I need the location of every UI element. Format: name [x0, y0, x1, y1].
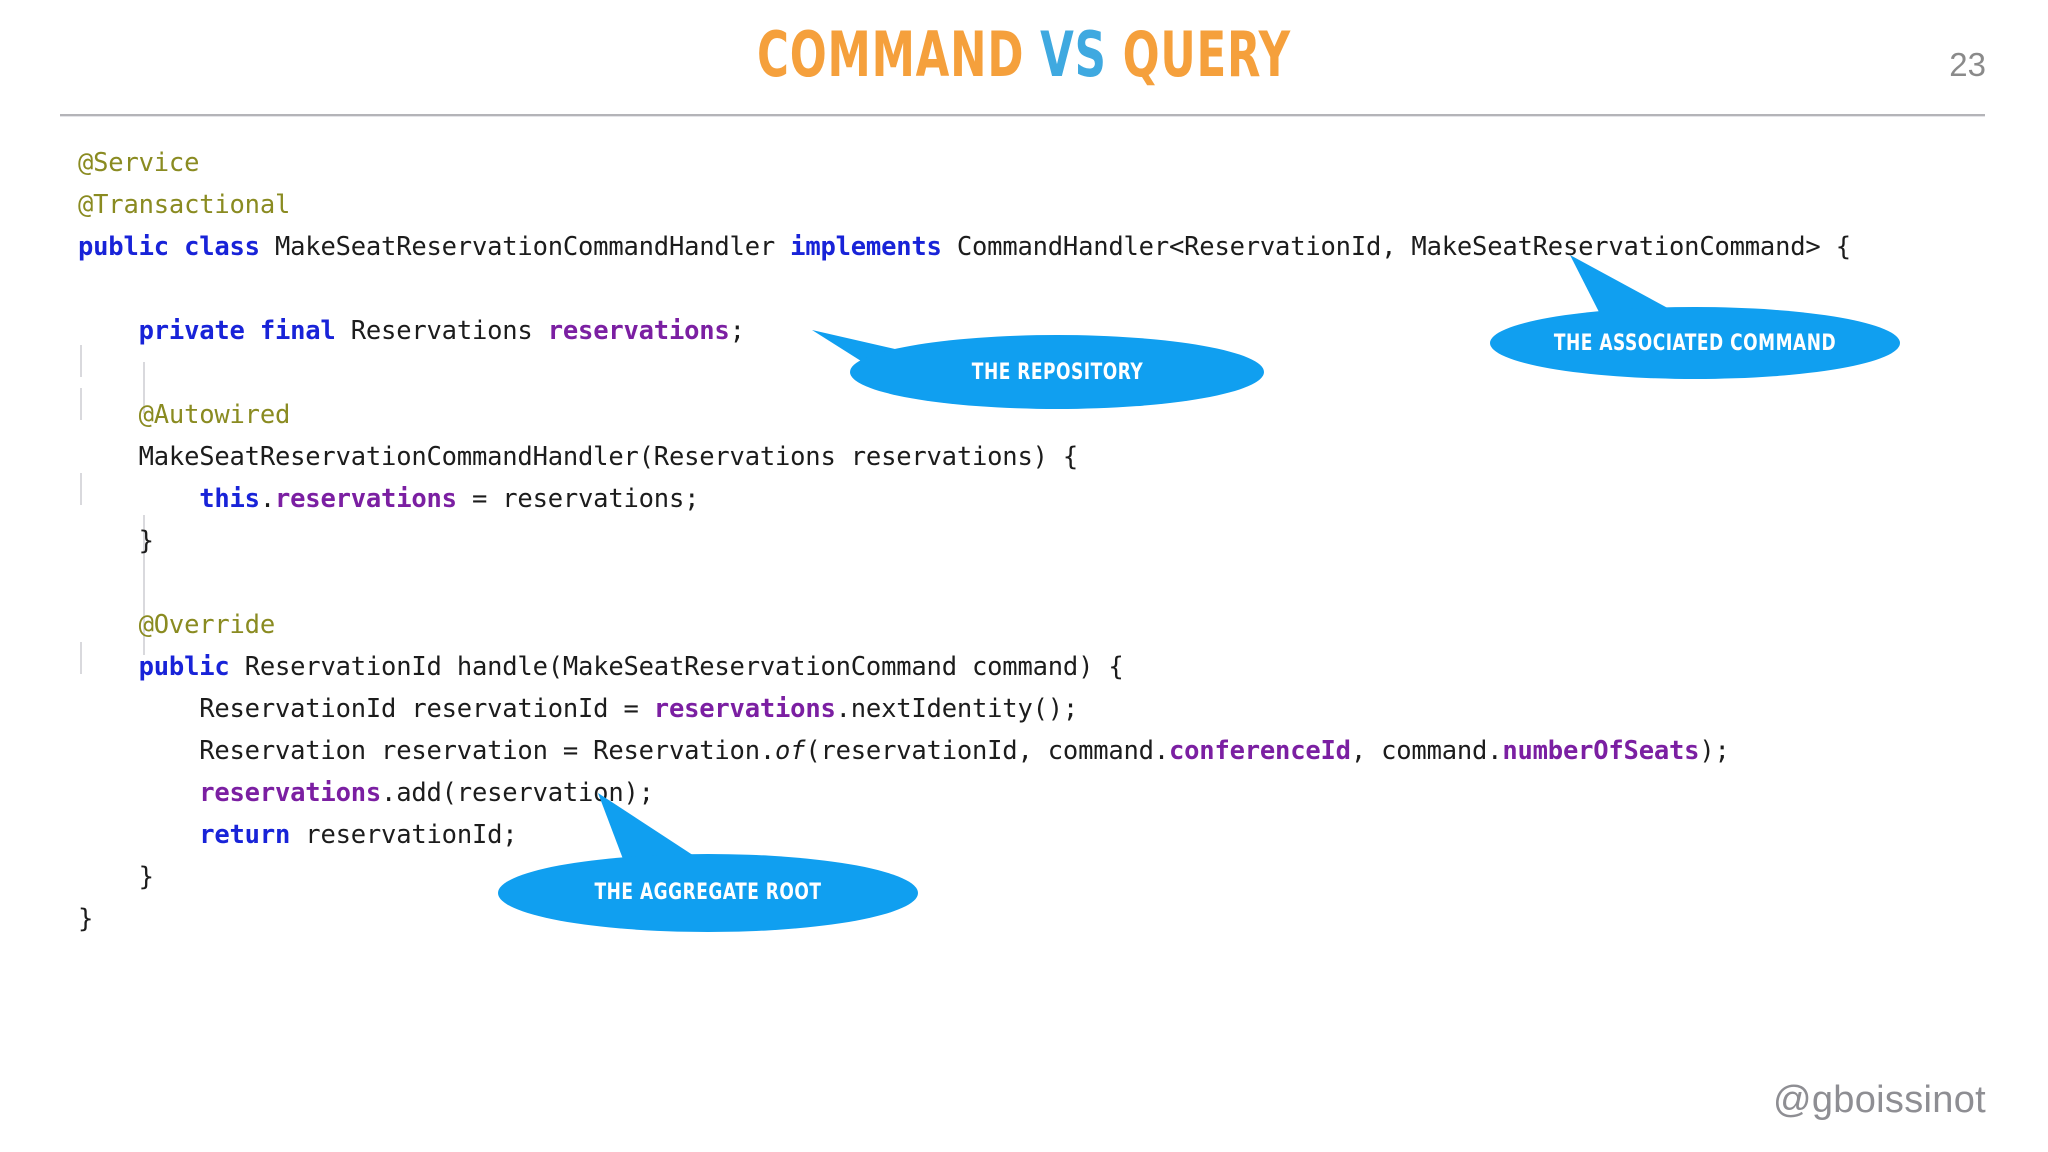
code-token: reservations	[653, 694, 836, 724]
indent-guide-level-2	[143, 362, 145, 414]
callout-label: THE REPOSITORY	[971, 360, 1144, 385]
code-token: reservations	[199, 778, 382, 808]
callout-aggregate-root: THE AGGREGATE ROOT	[498, 793, 918, 932]
callout-tail	[1570, 255, 1675, 314]
callout-repository: THE REPOSITORY	[812, 316, 1265, 416]
code-line: reservations.add(reservation);	[78, 772, 1851, 814]
callout-associated-command: THE ASSOCIATED COMMAND	[1490, 255, 1900, 380]
code-token: conferenceId	[1168, 736, 1351, 766]
code-token: implements	[790, 232, 957, 262]
code-token: (reservationId, command.	[805, 736, 1169, 766]
code-line: }	[78, 898, 1851, 940]
code-line: MakeSeatReservationCommandHandler(Reserv…	[78, 436, 1851, 478]
code-token: MakeSeatReservationCommandHandler	[274, 232, 791, 262]
code-token: .	[259, 484, 275, 514]
code-token: @Service	[78, 148, 200, 178]
code-line: }	[78, 856, 1851, 898]
code-token: @Override	[78, 610, 276, 640]
callout-bubble	[850, 335, 1264, 409]
header-divider	[60, 114, 1985, 116]
code-line: public ReservationId handle(MakeSeatRese…	[78, 646, 1851, 688]
code-line: @Transactional	[78, 184, 1851, 226]
code-token: numberOfSeats	[1502, 736, 1700, 766]
code-token: of	[775, 736, 806, 766]
code-line: ReservationId reservationId = reservatio…	[78, 688, 1851, 730]
code-token: = reservations;	[456, 484, 700, 514]
code-token: , command.	[1350, 736, 1503, 766]
code-token: ReservationId reservationId =	[78, 694, 654, 724]
code-line: @Service	[78, 142, 1851, 184]
code-line: public class MakeSeatReservationCommandH…	[78, 226, 1851, 268]
code-token: ReservationId handle(MakeSeatReservation…	[244, 652, 1124, 682]
indent-guide-level-2	[143, 515, 145, 655]
code-token: }	[78, 904, 94, 934]
code-token: }	[78, 862, 154, 892]
code-token: return	[78, 820, 306, 850]
title-word-command: COMMAND	[757, 18, 1025, 91]
code-token	[78, 778, 199, 808]
footer-handle: @gboissinot	[1773, 1079, 1986, 1121]
code-block: @Service @Transactional public class MakeS…	[78, 142, 1851, 940]
code-area: @Service @Transactional public class MakeS…	[0, 130, 2048, 970]
code-token: .nextIdentity();	[835, 694, 1079, 724]
title-word-vs: VS	[1024, 18, 1123, 91]
code-token: @Autowired	[78, 400, 291, 430]
code-token: Reservation reservation = Reservation.	[78, 736, 776, 766]
code-line: }	[78, 520, 1851, 562]
indent-guide-level-1	[80, 642, 82, 674]
indent-guide-level-1	[80, 388, 82, 420]
code-token: ;	[729, 316, 745, 346]
callout-label: THE ASSOCIATED COMMAND	[1553, 331, 1837, 356]
code-token: reservations	[274, 484, 457, 514]
code-token: CommandHandler<ReservationId, MakeSeatRe…	[956, 232, 1851, 262]
code-token: reservations	[547, 316, 730, 346]
page-title: COMMAND VS QUERY	[225, 20, 1822, 90]
code-line: @Autowired	[78, 394, 1851, 436]
code-line: return reservationId;	[78, 814, 1851, 856]
indent-guide-level-1	[80, 345, 82, 377]
callout-tail	[598, 793, 708, 867]
callout-label: THE AGGREGATE ROOT	[594, 880, 822, 905]
code-token: Reservations	[350, 316, 548, 346]
code-token: private final	[78, 316, 351, 346]
code-token: reservationId;	[305, 820, 518, 850]
code-line: Reservation reservation = Reservation.of…	[78, 730, 1851, 772]
callout-bubble	[1490, 307, 1900, 379]
code-token: @Transactional	[78, 190, 291, 220]
slide-number: 23	[1949, 46, 1986, 83]
code-token: }	[78, 526, 154, 556]
code-line	[78, 562, 1851, 604]
title-word-query: QUERY	[1122, 18, 1291, 91]
code-token: public class	[78, 232, 275, 262]
code-line: private final Reservations reservations;	[78, 310, 1851, 352]
code-token: );	[1699, 736, 1730, 766]
indent-guide-level-1	[80, 473, 82, 505]
code-line: this.reservations = reservations;	[78, 478, 1851, 520]
code-token: this	[78, 484, 260, 514]
code-line: @Override	[78, 604, 1851, 646]
slide-header: COMMAND VS QUERY 23	[0, 0, 2048, 118]
code-token: MakeSeatReservationCommandHandler(Reserv…	[78, 442, 1079, 472]
code-token: public	[78, 652, 245, 682]
callout-bubble	[498, 854, 918, 932]
